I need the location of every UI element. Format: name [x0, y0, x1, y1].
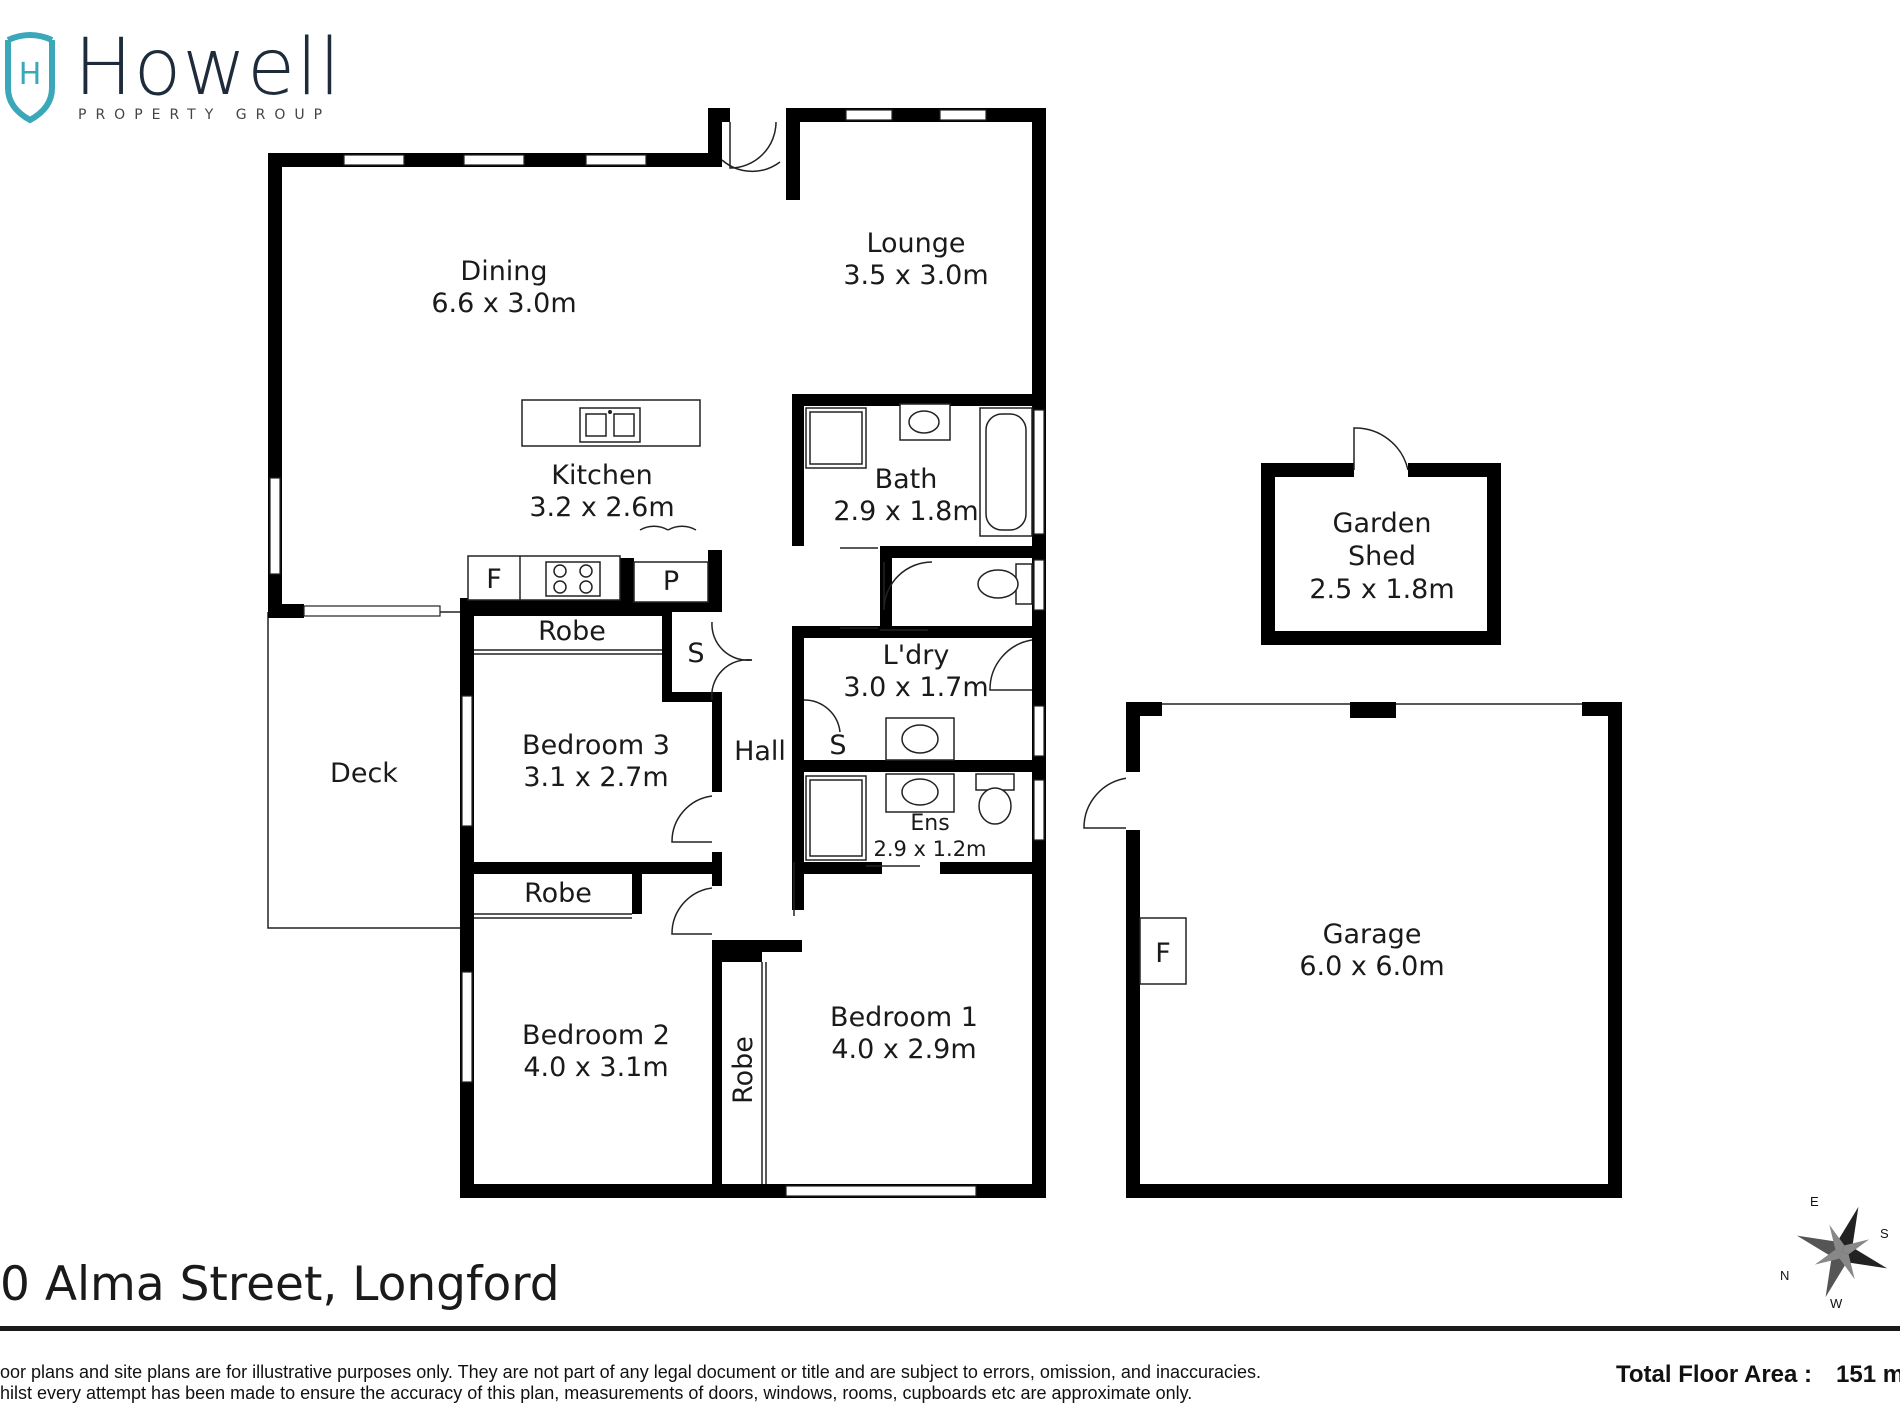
house-walls [268, 108, 1046, 1198]
label-ensuite: Ens [910, 811, 949, 836]
label-storage-hall: S [687, 638, 704, 669]
room-labels: Dining 6.6 x 3.0m Lounge 3.5 x 3.0m Kitc… [330, 228, 1455, 1104]
compass-west: W [1830, 1296, 1843, 1311]
brand-tagline: PROPERTY GROUP [78, 107, 331, 123]
label-dining: Dining [460, 256, 547, 287]
dims-lounge: 3.5 x 3.0m [843, 260, 988, 291]
windows [269, 109, 1045, 1197]
robe-fittings [474, 649, 795, 1184]
garden-shed [1261, 427, 1501, 645]
label-laundry: L'dry [883, 640, 950, 671]
label-robe-bed1: Robe [728, 1036, 759, 1104]
logo-letter: H [19, 57, 42, 92]
label-robe-bed2: Robe [524, 878, 592, 909]
dims-bedroom-2: 4.0 x 3.1m [523, 1052, 668, 1083]
label-hall: Hall [734, 736, 786, 767]
footer: 0 Alma Street, Longford oor plans and si… [0, 1257, 1900, 1403]
label-storage-laundry: S [829, 730, 846, 761]
label-garage: Garage [1323, 919, 1422, 950]
dims-shed: 2.5 x 1.8m [1309, 574, 1454, 605]
brand-name: Howell [74, 23, 342, 113]
shield-icon [5, 40, 55, 124]
label-bedroom-1: Bedroom 1 [830, 1002, 978, 1033]
label-pantry: P [663, 566, 679, 597]
dims-garage: 6.0 x 6.0m [1299, 951, 1444, 982]
label-kitchen: Kitchen [551, 460, 652, 491]
label-bath: Bath [875, 464, 938, 495]
garage [1083, 702, 1622, 1198]
brand-logo: H Howell PROPERTY GROUP [5, 23, 342, 124]
fixtures [467, 399, 1033, 867]
compass-south: S [1880, 1226, 1889, 1241]
label-fridge-garage: F [1155, 938, 1171, 969]
label-lounge: Lounge [866, 228, 965, 259]
doors [639, 121, 1033, 935]
label-garden: Garden [1333, 508, 1432, 539]
dims-bedroom-1: 4.0 x 2.9m [831, 1034, 976, 1065]
dims-bath: 2.9 x 1.8m [833, 496, 978, 527]
label-shed: Shed [1348, 541, 1416, 572]
disclaimer-line-1: oor plans and site plans are for illustr… [0, 1362, 1261, 1382]
dims-bedroom-3: 3.1 x 2.7m [523, 762, 668, 793]
total-area-value: 151 m [1836, 1361, 1900, 1388]
compass-east: E [1810, 1194, 1819, 1209]
dims-dining: 6.6 x 3.0m [431, 288, 576, 319]
dims-laundry: 3.0 x 1.7m [843, 672, 988, 703]
disclaimer-line-2: hilst every attempt has been made to ens… [0, 1383, 1192, 1403]
total-area-label: Total Floor Area : [1616, 1361, 1812, 1388]
dims-kitchen: 3.2 x 2.6m [529, 492, 674, 523]
label-bedroom-2: Bedroom 2 [522, 1020, 670, 1051]
compass-rose: E S N W [1780, 1194, 1889, 1311]
property-address: 0 Alma Street, Longford [0, 1257, 560, 1312]
dims-ensuite: 2.9 x 1.2m [873, 837, 986, 861]
label-fridge-kitchen: F [486, 564, 502, 595]
compass-north: N [1780, 1268, 1789, 1283]
label-deck: Deck [330, 758, 398, 789]
label-bedroom-3: Bedroom 3 [522, 730, 670, 761]
label-robe-bed3: Robe [538, 616, 606, 647]
